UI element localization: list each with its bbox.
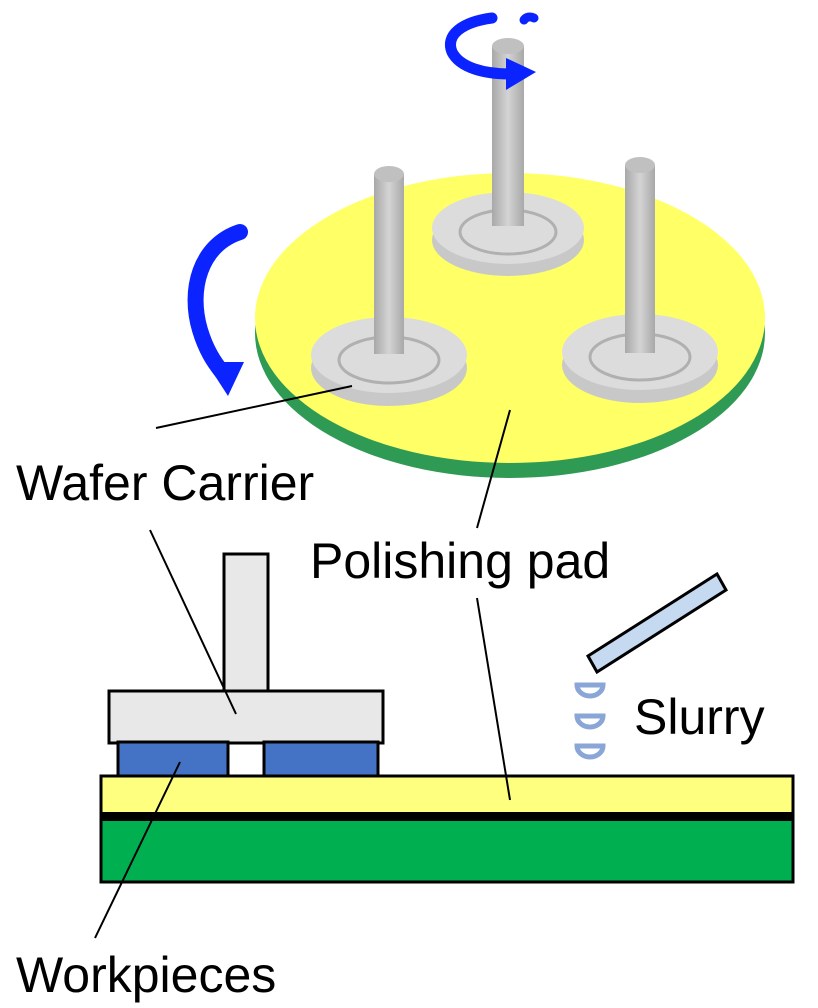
cross-section-view <box>99 552 795 884</box>
leader-lines <box>94 385 511 939</box>
slurry-drop-icon <box>574 743 606 760</box>
label-workpieces: Workpieces <box>16 947 276 1003</box>
leader-workpieces <box>94 761 181 939</box>
slurry-drop-icon <box>574 713 606 730</box>
rotation-arrow-icon <box>187 224 248 396</box>
wafer-carrier-3d-right <box>562 157 718 403</box>
leader-wafer-carrier-bottom <box>149 529 237 715</box>
pad-3d-view <box>187 12 765 478</box>
leader-wafer-carrier-top <box>155 385 353 429</box>
leader-polishing-pad-top <box>476 409 511 529</box>
workpiece-right <box>262 740 380 780</box>
leader-polishing-pad-bottom <box>476 597 511 801</box>
slurry-nozzle <box>585 571 729 675</box>
slurry-drops <box>574 682 606 760</box>
platen-top-edge <box>101 812 793 821</box>
label-wafer-carrier: Wafer Carrier <box>16 455 314 511</box>
carrier-head <box>107 689 385 745</box>
slurry-drop-icon <box>574 682 606 699</box>
platen-layer <box>99 812 795 884</box>
label-slurry: Slurry <box>634 689 765 745</box>
workpiece-left <box>116 740 230 780</box>
label-polishing-pad: Polishing pad <box>310 533 610 589</box>
carrier-spindle <box>222 552 270 696</box>
rotation-arrow-icon <box>445 12 539 90</box>
polishing-pad-layer <box>99 774 795 816</box>
